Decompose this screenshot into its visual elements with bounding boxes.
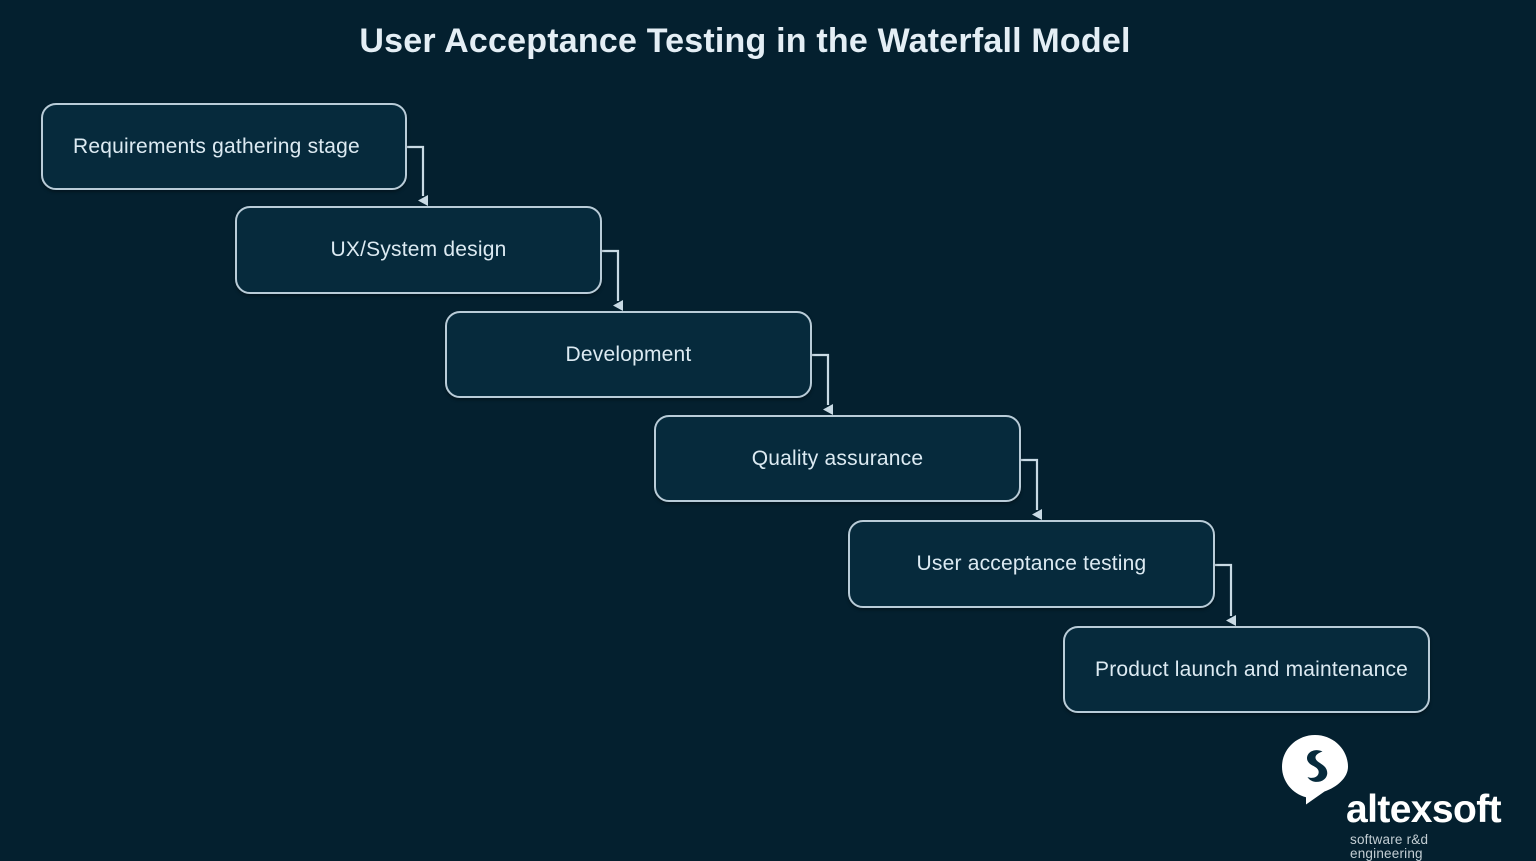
connector-ux-to-development (602, 249, 623, 311)
connector-development-to-qa (812, 353, 833, 415)
stage-box-ux-system-design[interactable]: UX/System design (235, 206, 602, 294)
logo-tagline: software r&d engineering (1350, 832, 1429, 861)
stage-box-quality-assurance[interactable]: Quality assurance (654, 415, 1021, 502)
stage-label: Development (565, 342, 692, 366)
connector-qa-to-uat (1021, 458, 1042, 520)
logo-wordmark: altexsoft (1346, 788, 1502, 831)
stage-label: Requirements gathering stage (73, 134, 360, 158)
connector-requirements-to-ux (407, 145, 428, 206)
stage-box-development[interactable]: Development (445, 311, 812, 398)
page-title: User Acceptance Testing in the Waterfall… (359, 22, 1131, 60)
stage-box-product-launch[interactable]: Product launch and maintenance (1063, 626, 1430, 713)
altexsoft-speech-bubble-icon (1282, 735, 1348, 805)
stage-label: UX/System design (330, 238, 507, 261)
stage-box-requirements[interactable]: Requirements gathering stage (41, 103, 407, 190)
connector-uat-to-launch (1215, 563, 1236, 626)
stage-label: Quality assurance (751, 446, 924, 470)
stage-label: User acceptance testing (916, 552, 1147, 575)
altexsoft-logo: altexsoft software r&d engineering (1278, 733, 1503, 860)
stage-label: Product launch and maintenance (1095, 657, 1409, 681)
stage-box-user-acceptance-testing[interactable]: User acceptance testing (848, 520, 1215, 608)
